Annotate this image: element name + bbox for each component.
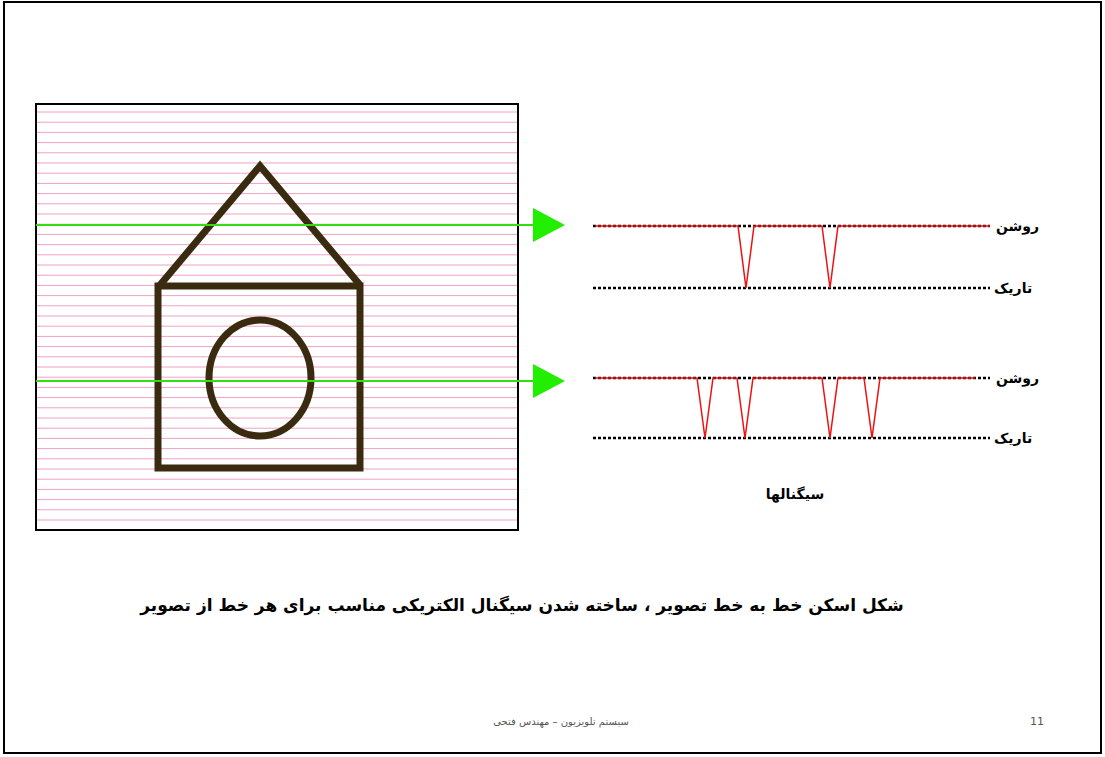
level-label: روشن xyxy=(996,370,1039,387)
figure-caption: شکل اسکن خط به خط تصویر ، ساخته شدن سیگن… xyxy=(140,595,903,615)
scan-lines xyxy=(37,112,517,520)
level-label: تاریک xyxy=(994,280,1032,297)
scan-arrows xyxy=(36,208,565,398)
slide-border xyxy=(4,2,1101,753)
level-label: روشن xyxy=(996,218,1039,235)
house-drawing xyxy=(158,166,360,468)
level-label: تاریک xyxy=(994,430,1032,447)
video-signal xyxy=(595,226,990,438)
footer-text: سیستم تلویزیون – مهندس فتحی xyxy=(493,716,629,728)
page-number: 11 xyxy=(1030,715,1044,728)
signals-label: سیگنالها xyxy=(766,486,824,503)
picture-frame xyxy=(36,104,518,530)
level-lines xyxy=(593,226,990,438)
